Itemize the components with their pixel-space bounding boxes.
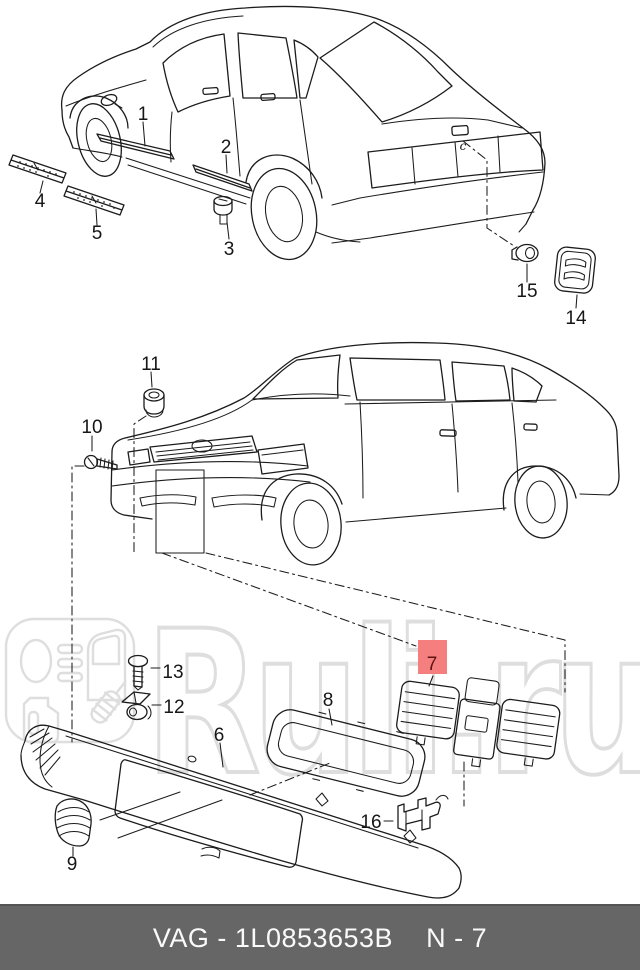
top-car-drawing [60,5,546,261]
callout-6: 6 [214,725,225,746]
nut-part11 [143,388,165,418]
screw-part13 [127,654,149,691]
callout-5: 5 [92,223,103,244]
moulding-part6 [20,724,462,899]
callout-10: 10 [81,417,102,438]
trunk-letter-c: c [460,139,467,153]
leader-dash-14-15 [462,140,515,247]
badge-part14 [554,246,596,294]
clip-part12 [121,691,152,721]
callout-16: 16 [360,812,381,833]
grille-frame-part8 [266,709,426,797]
leader-dash-6-to-8 [249,762,331,796]
footer-part-number: VAG - 1L0853653B [152,922,394,953]
projection-line-left [161,552,417,647]
callout-13: 13 [162,662,183,683]
callout-11: 11 [141,354,161,375]
screw-part10 [83,454,118,471]
bracket-part16 [397,794,449,832]
highlight-box [418,640,447,674]
callout-8: 8 [323,690,334,711]
middle-car-drawing [110,341,620,566]
leader-dash-11 [133,415,147,553]
callout-leaders [39,121,578,857]
grille-part7 [396,677,561,768]
callout-9: 9 [67,854,78,875]
clip-part3 [213,195,233,225]
projection-line-right [205,552,566,693]
callout-15: 15 [516,281,537,302]
detail-reference-box [155,469,205,554]
callout-7: 7 [427,654,438,675]
callout-12: 12 [163,697,184,718]
callout-2: 2 [221,137,232,158]
leader-7 [428,675,434,687]
footer-bar: VAG - 1L0853653B N - 7 [0,904,640,970]
footer-page-ref: N - 7 [426,922,488,953]
end-cap-part9 [54,798,92,847]
callout-4: 4 [35,191,46,212]
callout-14: 14 [565,308,587,329]
sill-strip-part5 [63,185,125,216]
callout-1: 1 [138,104,149,125]
watermark-logo [4,617,136,744]
sill-strip-part4 [8,154,67,184]
callout-3: 3 [224,239,235,260]
leader-dash-10 [71,465,85,743]
grommet-part15 [511,243,539,263]
